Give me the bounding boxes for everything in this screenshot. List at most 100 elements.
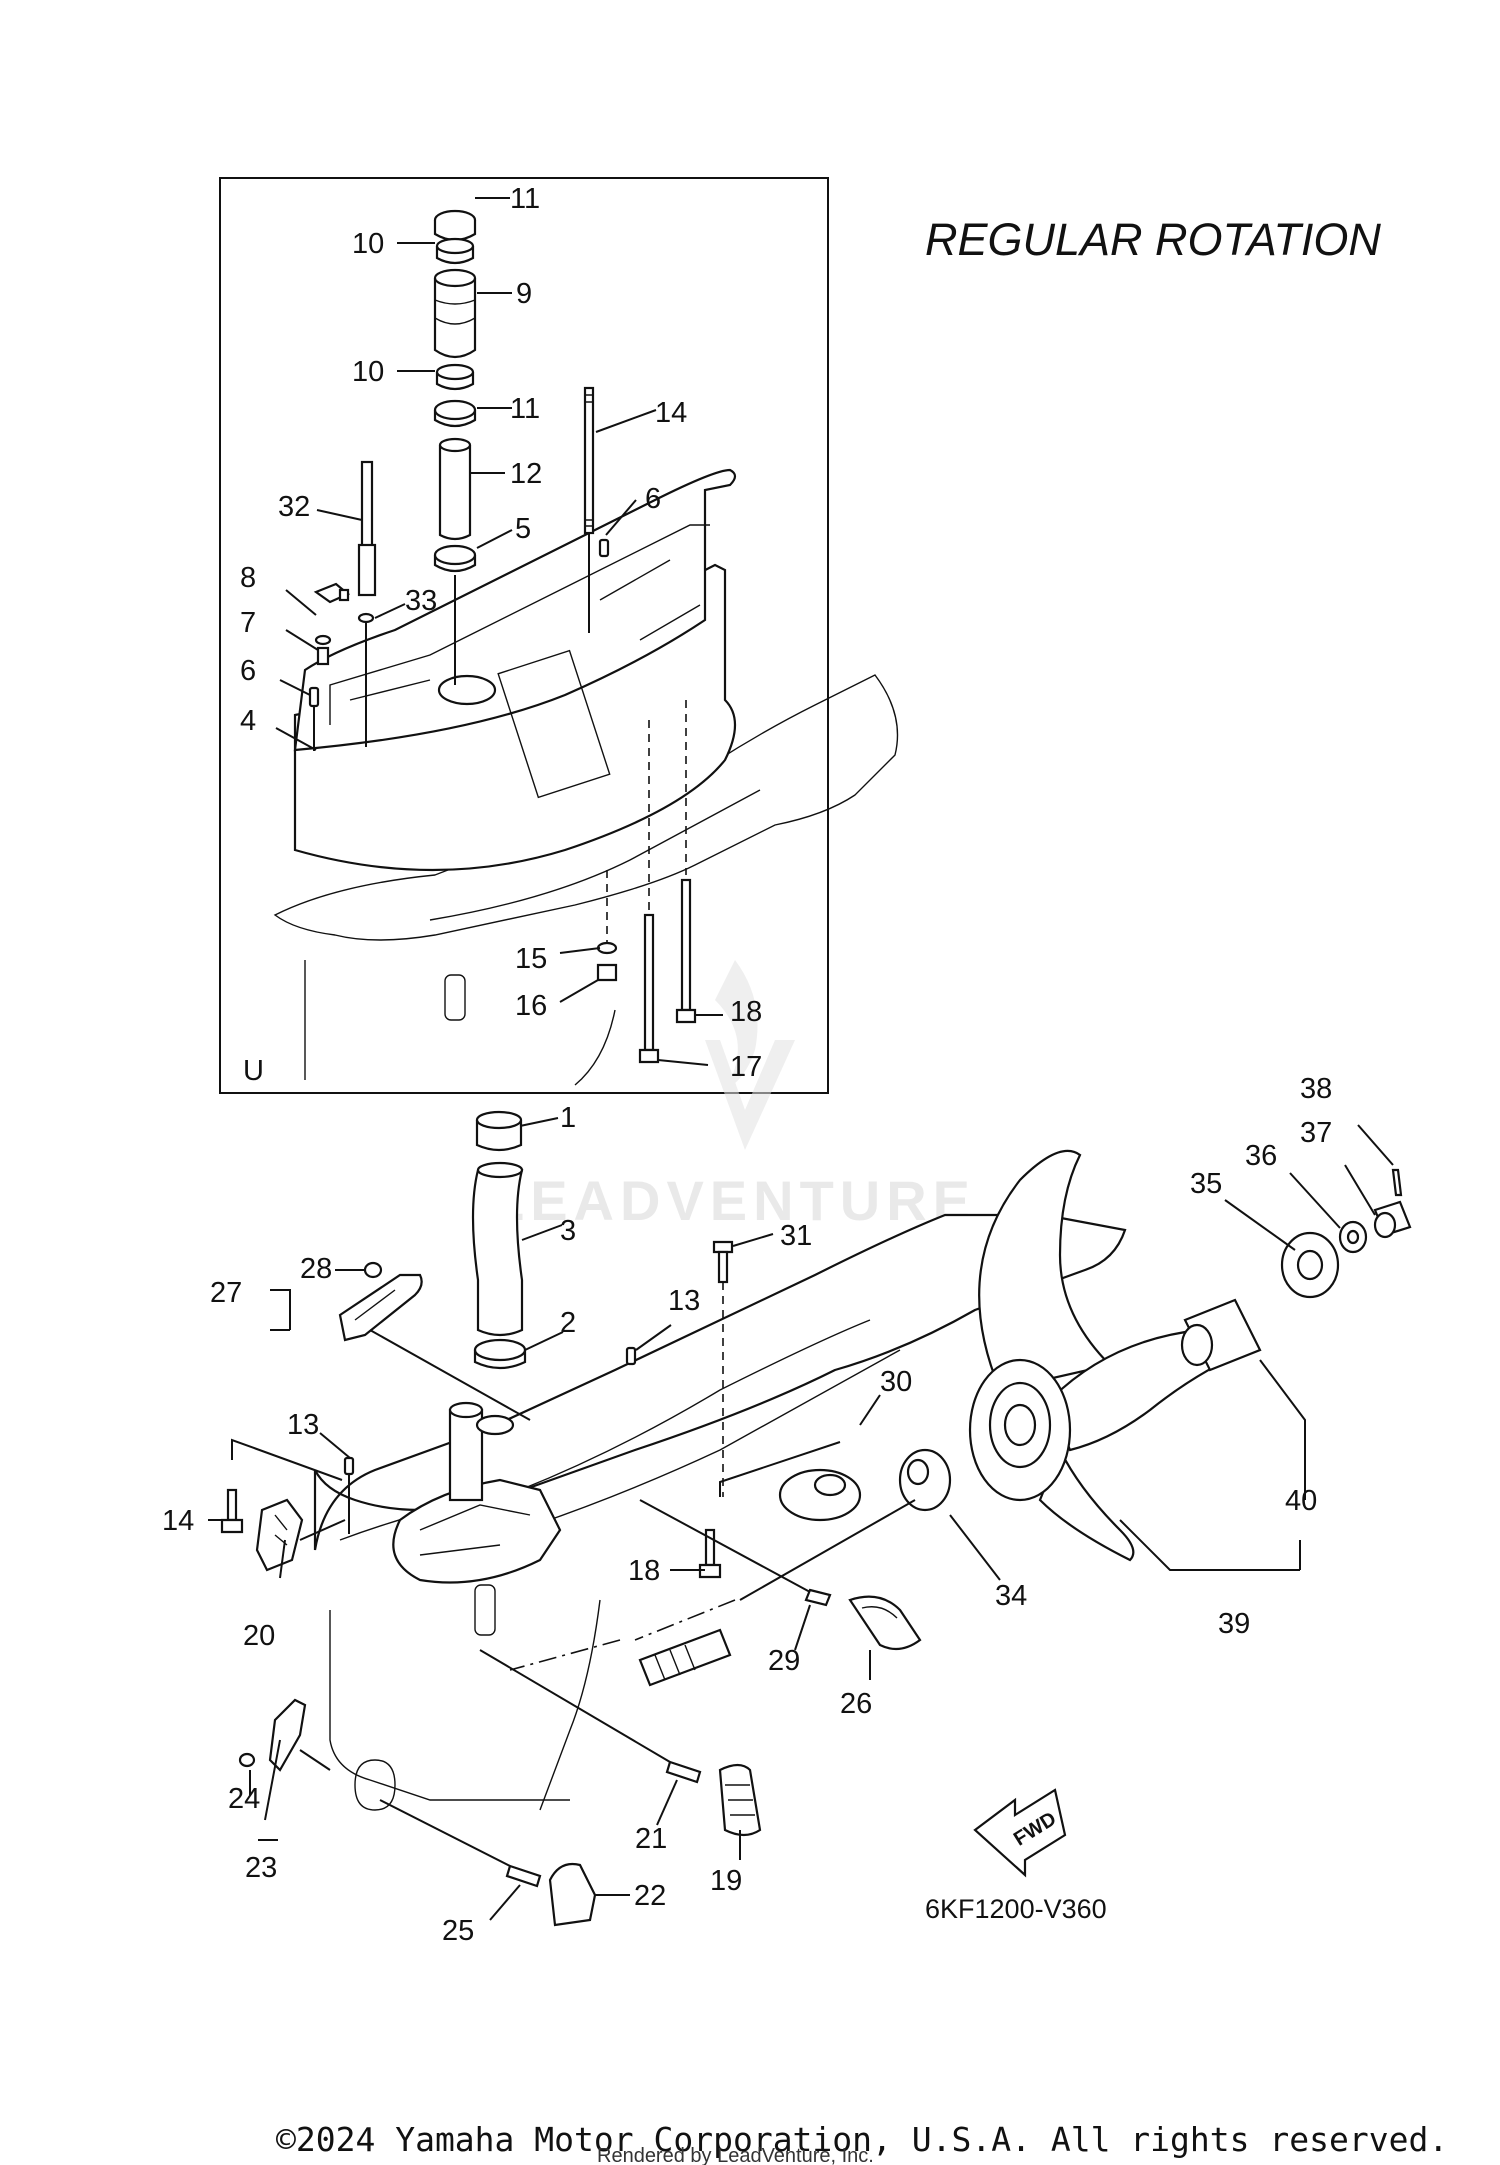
copyright-text: ©2024 Yamaha Motor Corporation, U.S.A. A… — [276, 2120, 1448, 2159]
callout-6b: 6 — [240, 655, 256, 687]
part-18-bolt-lower — [698, 1528, 722, 1579]
callout-16: 16 — [515, 990, 547, 1022]
inset-leaders — [275, 197, 723, 1066]
callout-18b: 18 — [628, 1555, 660, 1587]
part-13-dowel-right — [625, 1346, 637, 1366]
callout-20: 20 — [243, 1620, 275, 1652]
callout-29: 29 — [768, 1645, 800, 1677]
callout-32: 32 — [278, 491, 310, 523]
callout-30: 30 — [880, 1366, 912, 1398]
part-27-cover — [338, 1273, 423, 1342]
callout-13a: 13 — [668, 1285, 700, 1317]
part-33-o-ring — [357, 612, 375, 624]
callout-22: 22 — [634, 1880, 666, 1912]
callout-10a: 10 — [352, 228, 384, 260]
callout-39: 39 — [1218, 1608, 1250, 1640]
callout-40: 40 — [1285, 1485, 1317, 1517]
part-26-trim-tab — [848, 1595, 922, 1651]
diagram-code: 6KF1200-V360 — [925, 1894, 1107, 1924]
callout-36: 36 — [1245, 1140, 1277, 1172]
callout-27: 27 — [210, 1277, 242, 1309]
fwd-arrow-icon: FWD — [973, 1788, 1067, 1878]
part-10-bushing-upper — [435, 237, 475, 265]
callout-3: 3 — [560, 1215, 576, 1247]
dash-bolts — [648, 700, 687, 910]
propeller-shaft — [638, 1628, 732, 1687]
water-pump-housing — [392, 1401, 562, 1584]
part-13-dowel-left — [343, 1456, 355, 1476]
callout-18a: 18 — [730, 996, 762, 1028]
part-17-bolt — [638, 913, 660, 1064]
part-22-cover — [548, 1862, 597, 1927]
part-2-seal — [473, 1338, 527, 1370]
part-20-anode — [255, 1498, 304, 1572]
part-28-nut — [363, 1261, 383, 1279]
callout-7: 7 — [240, 607, 256, 639]
callout-23: 23 — [245, 1852, 277, 1884]
part-1-grommet — [475, 1110, 523, 1152]
callouts-lower: 1 3 31 28 27 13 2 35 36 37 38 30 13 40 1… — [162, 1073, 1332, 1947]
part-16-nut — [596, 963, 618, 982]
part-37-nut — [1373, 1200, 1412, 1239]
callout-28: 28 — [300, 1253, 332, 1285]
callout-8: 8 — [240, 562, 256, 594]
part-10-bushing-lower — [435, 363, 475, 391]
part-14-bolt-lower — [220, 1488, 244, 1534]
inset-frame — [219, 177, 829, 1094]
part-6-dowel-right — [598, 538, 610, 558]
callout-6a: 6 — [645, 483, 661, 515]
callout-19: 19 — [710, 1865, 742, 1897]
callout-12: 12 — [510, 458, 542, 490]
callout-9: 9 — [516, 278, 532, 310]
callout-14b: 14 — [162, 1505, 194, 1537]
callout-15: 15 — [515, 943, 547, 975]
part-11-ring-nut-upper — [433, 209, 477, 242]
callout-24: 24 — [228, 1783, 260, 1815]
callout-31: 31 — [780, 1220, 812, 1252]
leader-14-bracket — [231, 1438, 343, 1481]
part-11-ring-nut-lower — [433, 399, 477, 428]
part-25-screw — [379, 1799, 542, 1888]
part-7-fitting — [314, 634, 332, 666]
callout-13b: 13 — [287, 1409, 319, 1441]
part-32-shift-rod — [357, 460, 377, 597]
callout-14a: 14 — [655, 397, 687, 429]
leadventure-watermark: LEADVENTURE — [490, 960, 976, 1232]
part-38-cotter-pin — [1391, 1168, 1403, 1197]
callout-37: 37 — [1300, 1117, 1332, 1149]
watermark-text: LEADVENTURE — [490, 1169, 976, 1232]
inset-label: U — [243, 1055, 264, 1087]
part-36-washer — [1338, 1220, 1368, 1254]
callout-10b: 10 — [352, 356, 384, 388]
callout-25: 25 — [442, 1915, 474, 1947]
part-6-dowel-left — [308, 686, 320, 751]
callout-34: 34 — [995, 1580, 1027, 1612]
callout-35: 35 — [1190, 1168, 1222, 1200]
part-3-water-tube — [471, 1161, 524, 1337]
part-35-spacer — [1280, 1231, 1340, 1299]
callout-17: 17 — [730, 1051, 762, 1083]
callout-4: 4 — [240, 705, 256, 737]
callout-26: 26 — [840, 1688, 872, 1720]
part-31-bolt — [712, 1240, 734, 1497]
part-15-washer — [596, 941, 618, 955]
callouts-upper: 11 10 9 10 11 14 12 32 6 5 8 33 7 6 4 15… — [240, 183, 762, 1083]
callout-2: 2 — [560, 1307, 576, 1339]
part-23-cover — [268, 1698, 331, 1772]
leader-20-line — [299, 1519, 346, 1541]
callout-11a: 11 — [510, 183, 540, 215]
lower-leaders — [208, 1117, 1394, 1921]
part-29-screw — [639, 1499, 832, 1607]
part-8-bracket — [313, 582, 351, 604]
part-12-tube — [438, 437, 472, 541]
part-19-anode — [718, 1763, 762, 1837]
part-24-nut — [238, 1752, 256, 1768]
leader-27-line — [369, 1329, 531, 1421]
callout-21: 21 — [635, 1823, 667, 1855]
callout-5: 5 — [515, 513, 531, 545]
part-40-bushing — [1180, 1298, 1262, 1372]
propeller-brackets — [1119, 1359, 1306, 1571]
part-9-sleeve — [433, 268, 477, 359]
part-4-upper-casing — [293, 468, 737, 872]
